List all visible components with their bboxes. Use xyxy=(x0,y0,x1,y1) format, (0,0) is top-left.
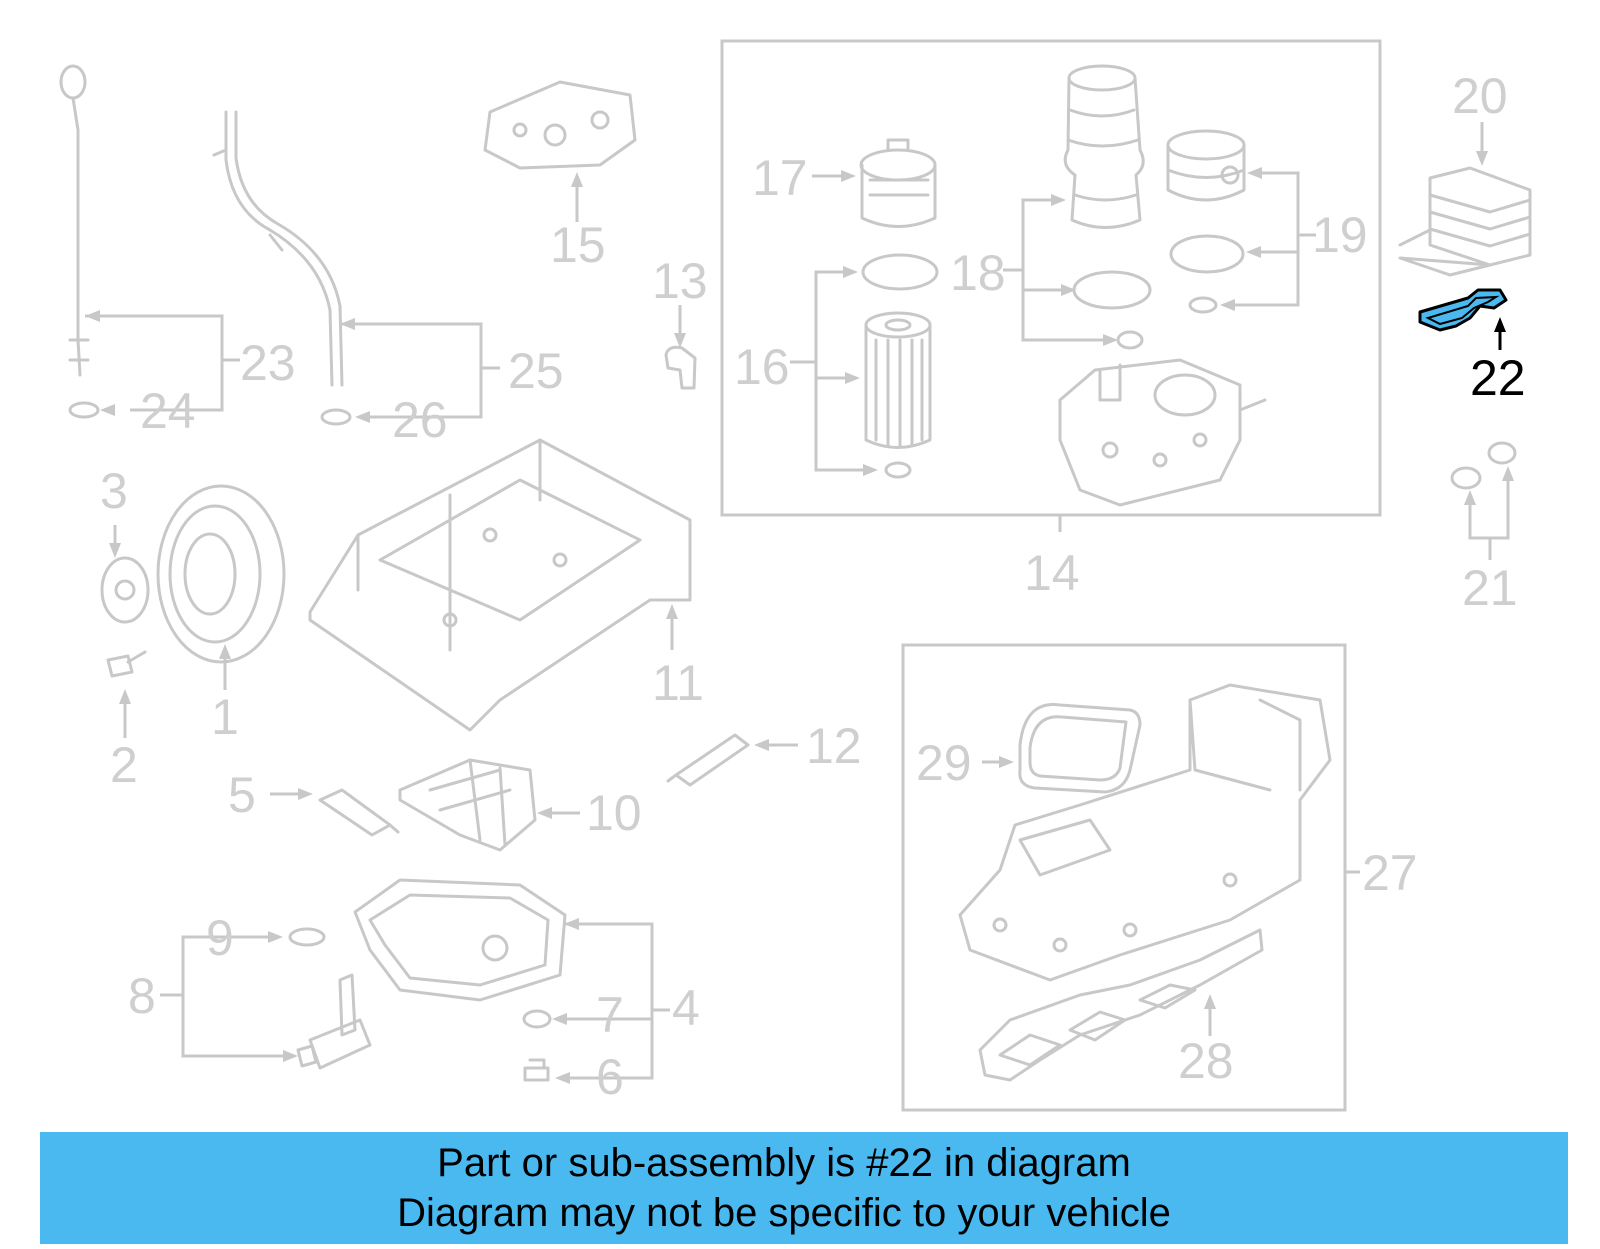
leader-8 xyxy=(160,935,290,1058)
part-16-filter xyxy=(864,311,932,449)
callout-1: 1 xyxy=(211,689,239,745)
callout-20: 20 xyxy=(1452,68,1508,124)
callout-12: 12 xyxy=(806,718,862,774)
banner-line-disclaimer: Diagram may not be specific to your vehi… xyxy=(397,1191,1171,1235)
part-3-washer xyxy=(100,556,150,624)
leader-19 xyxy=(1228,171,1316,307)
part-21-seal-b xyxy=(1487,441,1517,465)
part-21-seal-a xyxy=(1450,466,1482,490)
callout-7: 7 xyxy=(596,987,624,1043)
part-24-oring xyxy=(68,401,100,419)
part-18-insert xyxy=(1063,64,1145,229)
part-29-gasket xyxy=(1018,703,1142,794)
callout-8: 8 xyxy=(128,968,156,1024)
callout-14: 14 xyxy=(1024,545,1080,601)
callout-6: 6 xyxy=(596,1049,624,1105)
part-17-filter-cap xyxy=(859,138,937,228)
banner-line-part: Part or sub-assembly is #22 in diagram xyxy=(437,1141,1131,1185)
leader-23 xyxy=(85,314,240,412)
part-19-oring xyxy=(1188,296,1218,314)
leader-25 xyxy=(340,322,500,419)
callout-29: 29 xyxy=(916,735,972,791)
part-2-bolt xyxy=(106,650,147,678)
callout-19: 19 xyxy=(1312,207,1368,263)
callout-16: 16 xyxy=(734,339,790,395)
callout-3: 3 xyxy=(100,463,128,519)
part-16-oring xyxy=(884,461,912,479)
callout-10: 10 xyxy=(586,785,642,841)
part-11-housing xyxy=(308,438,692,732)
callout-9: 9 xyxy=(206,910,234,966)
group-box-14 xyxy=(720,39,1382,517)
part-14-housing xyxy=(1058,358,1267,507)
callout-21: 21 xyxy=(1462,560,1518,616)
callout-2: 2 xyxy=(110,737,138,793)
callout-13: 13 xyxy=(652,253,708,309)
part-20-oil-cooler xyxy=(1398,166,1532,277)
callout-28: 28 xyxy=(1178,1033,1234,1089)
info-banner: Part or sub-assembly is #22 in diagram D… xyxy=(40,1132,1568,1244)
part-5-sealant xyxy=(318,788,400,837)
part-27-manifold xyxy=(958,683,1332,982)
callout-23: 23 xyxy=(240,335,296,391)
callout-25: 25 xyxy=(508,343,564,399)
callout-4: 4 xyxy=(672,980,700,1036)
part-dipstick xyxy=(59,64,90,377)
group-box-27 xyxy=(901,643,1347,1112)
part-15-cover xyxy=(483,80,637,170)
part-18-gasket-a xyxy=(1072,270,1152,310)
part-guide-tube xyxy=(212,110,344,387)
callout-11: 11 xyxy=(652,655,704,711)
leader-16 xyxy=(790,270,870,472)
leader-4 xyxy=(560,922,670,1080)
callout-22: 22 xyxy=(1470,350,1526,406)
part-19-cap xyxy=(1166,129,1246,202)
part-13-bracket xyxy=(664,345,697,390)
part-6-plug xyxy=(523,1058,550,1082)
part-19-gasket xyxy=(1169,234,1245,274)
callout-15: 15 xyxy=(550,217,606,273)
part-9-oring xyxy=(288,927,326,947)
callout-24: 24 xyxy=(140,383,196,439)
part-28-gasket xyxy=(978,928,1264,1082)
leader-21 xyxy=(1468,470,1510,560)
callout-5: 5 xyxy=(228,767,256,823)
leader-18 xyxy=(1003,198,1110,342)
part-10-bracket xyxy=(398,758,537,852)
part-8-sensor xyxy=(296,973,372,1070)
part-7-seal xyxy=(522,1009,552,1029)
part-4-oil-pan xyxy=(353,878,567,1002)
part-26-oring xyxy=(320,408,352,426)
callout-27: 27 xyxy=(1362,845,1418,901)
part-18-oring xyxy=(1116,330,1144,350)
part-12-sealant xyxy=(666,733,750,787)
part-22-gasket xyxy=(1418,288,1508,332)
callout-26: 26 xyxy=(392,392,448,448)
part-16-gasket xyxy=(861,253,939,291)
part-1-pulley xyxy=(156,484,286,664)
callout-17: 17 xyxy=(752,150,808,206)
callout-18: 18 xyxy=(950,245,1006,301)
